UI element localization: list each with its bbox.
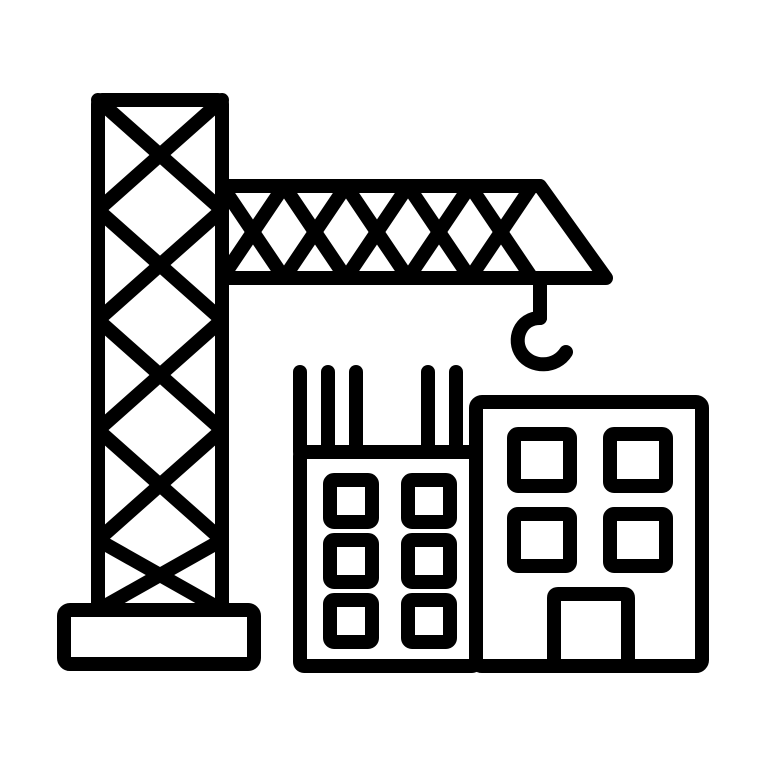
building-under-construction-icon xyxy=(293,365,483,673)
crane-jib-icon xyxy=(215,179,613,285)
crane-tower-icon xyxy=(91,93,229,617)
crane-hook-icon xyxy=(510,271,573,372)
crane-base-icon xyxy=(57,603,261,671)
finished-building-icon xyxy=(469,395,709,673)
